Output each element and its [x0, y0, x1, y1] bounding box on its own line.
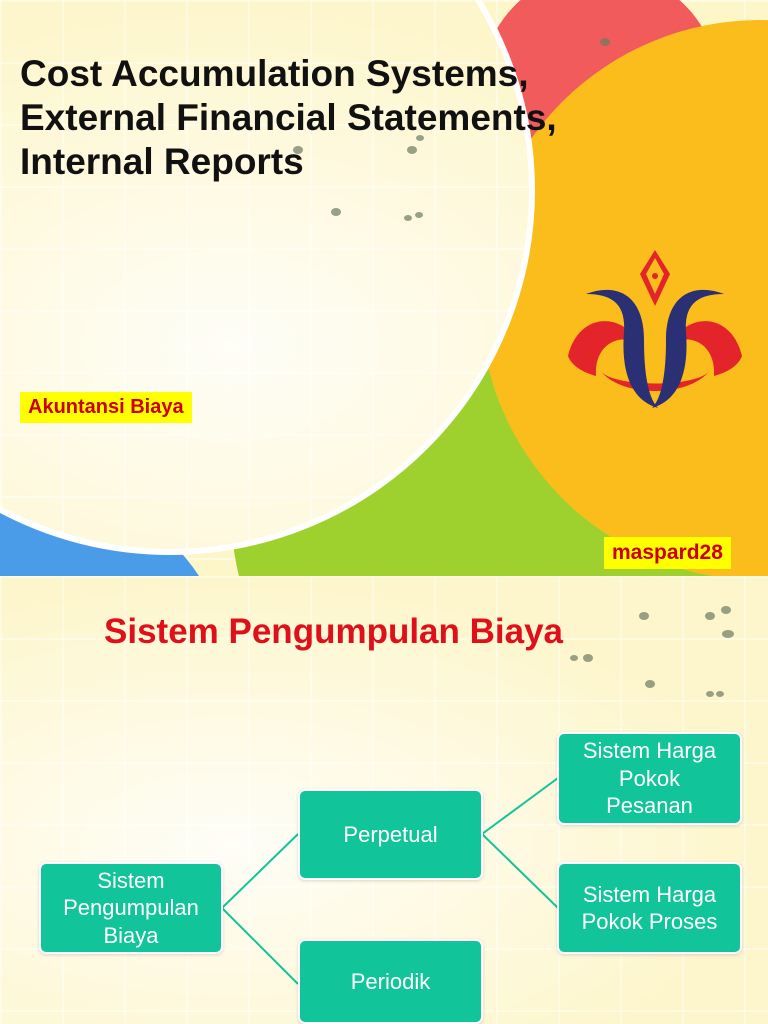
- diagram-connectors: [221, 777, 559, 985]
- node-job-order-costing: Sistem Harga Pokok Pesanan: [557, 732, 742, 825]
- water-drops: [570, 606, 734, 697]
- title-slide: Cost Accumulation Systems, External Fina…: [0, 0, 768, 576]
- diagram-slide: Sistem Pengumpulan Biaya Sistem Pengumpu…: [0, 576, 768, 1024]
- subject-tag: Akuntansi Biaya: [20, 392, 192, 423]
- connector-root-periodic: [221, 907, 299, 985]
- institution-logo-icon: [568, 250, 742, 408]
- connector-perpetual-job-order: [481, 777, 559, 835]
- node-periodic: Periodik: [298, 939, 483, 1024]
- node-process-costing: Sistem Harga Pokok Proses: [557, 862, 742, 954]
- node-cost-accumulation-system: Sistem Pengumpulan Biaya: [39, 862, 223, 954]
- node-perpetual: Perpetual: [298, 789, 483, 880]
- author-tag: maspard28: [604, 537, 731, 569]
- connector-perpetual-process: [481, 833, 559, 909]
- water-drops: [293, 38, 610, 221]
- slide-heading: Sistem Pengumpulan Biaya: [104, 612, 564, 651]
- connector-root-perpetual: [221, 833, 299, 909]
- slide-title: Cost Accumulation Systems, External Fina…: [20, 53, 557, 183]
